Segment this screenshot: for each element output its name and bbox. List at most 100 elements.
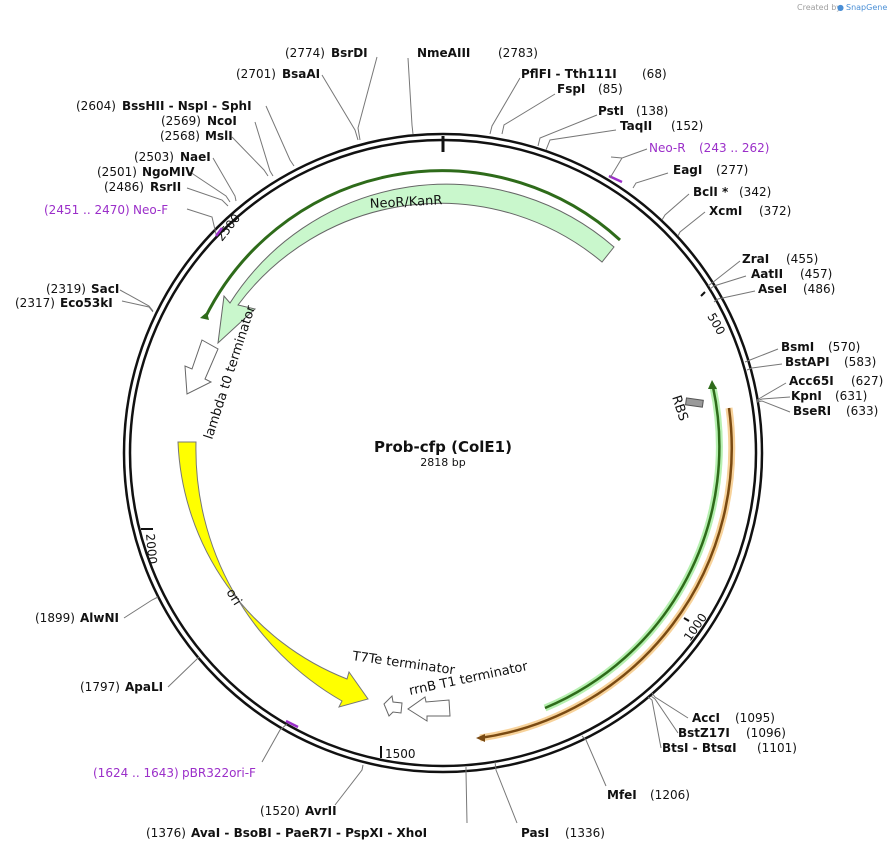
- svg-text:MfeI: MfeI: [607, 788, 637, 802]
- site-avai[interactable]: (1376)AvaI - BsoBI - PaeR7I - PspXI - Xh…: [146, 826, 427, 840]
- svg-text:BssHII - NspI - SphI: BssHII - NspI - SphI: [122, 99, 252, 113]
- svg-text:KpnI: KpnI: [791, 389, 822, 403]
- site-xcmi[interactable]: XcmI(372): [709, 204, 791, 218]
- site-bsshii[interactable]: (2604)BssHII - NspI - SphI: [76, 99, 252, 113]
- svg-text:(2503): (2503): [134, 150, 174, 164]
- svg-text:ApaLI: ApaLI: [125, 680, 163, 694]
- svg-text:pBR322ori-F: pBR322ori-F: [182, 766, 256, 780]
- svg-text:AvaI - BsoBI - PaeR7I - Psp: AvaI - BsoBI - PaeR7I - PspXI - XhoI: [191, 826, 427, 840]
- svg-text:(486): (486): [803, 282, 835, 296]
- site-rsrii[interactable]: (2486) RsrII: [104, 180, 181, 194]
- primer-pbr322ori-f[interactable]: (1624 .. 1643)pBR322ori-F: [93, 766, 256, 780]
- site-fspi[interactable]: FspI(85): [557, 82, 623, 96]
- credit-brand: SnapGene: [846, 3, 887, 12]
- tick-1500: 1500: [380, 746, 416, 761]
- svg-text:AccI: AccI: [692, 711, 720, 725]
- orange-strand-feature[interactable]: [476, 407, 736, 742]
- svg-text:(2774): (2774): [285, 46, 325, 60]
- cfp-strand-feature[interactable]: [543, 380, 723, 712]
- svg-text:BsmI: BsmI: [781, 340, 814, 354]
- credit-logo: ●: [837, 3, 844, 12]
- site-acc65i[interactable]: Acc65I (627): [789, 374, 883, 388]
- site-mfei[interactable]: MfeI(1206): [607, 788, 690, 802]
- rbs-feature[interactable]: RBS: [668, 394, 704, 423]
- site-bcli[interactable]: BclI *(342): [693, 185, 771, 199]
- site-eco53ki[interactable]: (2317)Eco53kI: [15, 296, 113, 310]
- svg-text:(243 .. 262): (243 .. 262): [699, 141, 769, 155]
- primer-neo-r[interactable]: Neo-R(243 .. 262): [649, 141, 769, 155]
- svg-text:(85): (85): [598, 82, 623, 96]
- site-asei[interactable]: AseI(486): [758, 282, 835, 296]
- site-nmeaiii[interactable]: NmeAIII(2783): [417, 46, 538, 60]
- svg-text:(372): (372): [759, 204, 791, 218]
- svg-text:RsrII: RsrII: [150, 180, 181, 194]
- site-apali[interactable]: (1797) ApaLI: [80, 680, 163, 694]
- svg-text:BsaAI: BsaAI: [282, 67, 320, 81]
- svg-text:(2568): (2568): [160, 129, 200, 143]
- site-zrai[interactable]: ZraI(455): [742, 252, 818, 266]
- svg-text:(1096): (1096): [746, 726, 786, 740]
- site-avrii[interactable]: (1520)AvrII: [260, 804, 337, 818]
- svg-text:BclI *: BclI *: [693, 185, 729, 199]
- site-eagi[interactable]: EagI(277): [673, 163, 748, 177]
- svg-text:(631): (631): [835, 389, 867, 403]
- svg-text:(633): (633): [846, 404, 878, 418]
- site-bsmi[interactable]: BsmI (570): [781, 340, 860, 354]
- svg-text:1000: 1000: [681, 611, 710, 644]
- site-pasi[interactable]: PasI(1336): [521, 826, 605, 840]
- site-kpni[interactable]: KpnI (631): [791, 389, 867, 403]
- svg-text:BseRI: BseRI: [793, 404, 831, 418]
- site-naei[interactable]: (2503) NaeI: [134, 150, 211, 164]
- svg-text:(68): (68): [642, 67, 667, 81]
- svg-text:NaeI: NaeI: [180, 150, 211, 164]
- site-bsrdi[interactable]: (2774) BsrDI: [285, 46, 368, 60]
- site-acci[interactable]: AccI(1095): [692, 711, 775, 725]
- site-ngomiv[interactable]: (2501)NgoMIV: [97, 165, 195, 179]
- neor-kanr-strand: [203, 169, 622, 319]
- site-alwni[interactable]: (1899)AlwNI: [35, 611, 119, 625]
- site-taqii[interactable]: TaqII(152): [620, 119, 703, 133]
- neor-kanr-feature[interactable]: NeoR/KanR: [200, 169, 622, 345]
- site-btsi[interactable]: BtsI - BtsαI(1101): [662, 741, 797, 755]
- site-aatii[interactable]: AatII(457): [751, 267, 832, 281]
- svg-text:AlwNI: AlwNI: [80, 611, 119, 625]
- svg-text:(1101): (1101): [757, 741, 797, 755]
- svg-text:NmeAIII: NmeAIII: [417, 46, 470, 60]
- svg-text:(455): (455): [786, 252, 818, 266]
- primer-neo-f[interactable]: (2451 .. 2470)Neo-F: [44, 203, 168, 217]
- svg-text:(570): (570): [828, 340, 860, 354]
- site-psti[interactable]: PstI(138): [598, 104, 668, 118]
- svg-text:BsrDI: BsrDI: [331, 46, 368, 60]
- t7te-terminator-label: T7Te terminator: [350, 649, 456, 678]
- site-bsaai[interactable]: (2701)BsaAI: [236, 67, 320, 81]
- svg-text:Neo-F: Neo-F: [133, 203, 168, 217]
- svg-text:MslI: MslI: [205, 129, 233, 143]
- svg-text:(2569): (2569): [161, 114, 201, 128]
- site-bstapi[interactable]: BstAPI(583): [785, 355, 876, 369]
- primer-labels: Neo-R(243 .. 262) (2451 .. 2470)Neo-F (1…: [44, 141, 769, 780]
- site-pflfi[interactable]: PflFI - Tth111I (68): [521, 67, 667, 81]
- site-msli[interactable]: (2568) MslI: [160, 129, 233, 143]
- neo-f-primer-mark: [215, 227, 223, 237]
- site-bstz17i[interactable]: BstZ17I (1096): [678, 726, 786, 740]
- svg-text:PflFI - Tth111I: PflFI - Tth111I: [521, 67, 617, 81]
- svg-text:(2486): (2486): [104, 180, 144, 194]
- svg-text:Acc65I: Acc65I: [789, 374, 834, 388]
- site-saci[interactable]: (2319)SacI: [46, 282, 119, 296]
- svg-text:(627): (627): [851, 374, 883, 388]
- plasmid-name: Prob-cfp (ColE1): [374, 438, 512, 456]
- svg-text:(457): (457): [800, 267, 832, 281]
- svg-text:Eco53kI: Eco53kI: [60, 296, 113, 310]
- site-ncoi[interactable]: (2569)NcoI: [161, 114, 237, 128]
- svg-text:BstZ17I: BstZ17I: [678, 726, 730, 740]
- credit-prefix: Created by: [797, 3, 841, 12]
- svg-text:1500: 1500: [385, 747, 416, 761]
- svg-text:(2501): (2501): [97, 165, 137, 179]
- svg-text:(1797): (1797): [80, 680, 120, 694]
- svg-text:(1624 .. 1643): (1624 .. 1643): [93, 766, 179, 780]
- svg-text:(152): (152): [671, 119, 703, 133]
- svg-text:(277): (277): [716, 163, 748, 177]
- site-bseri[interactable]: BseRI (633): [793, 404, 878, 418]
